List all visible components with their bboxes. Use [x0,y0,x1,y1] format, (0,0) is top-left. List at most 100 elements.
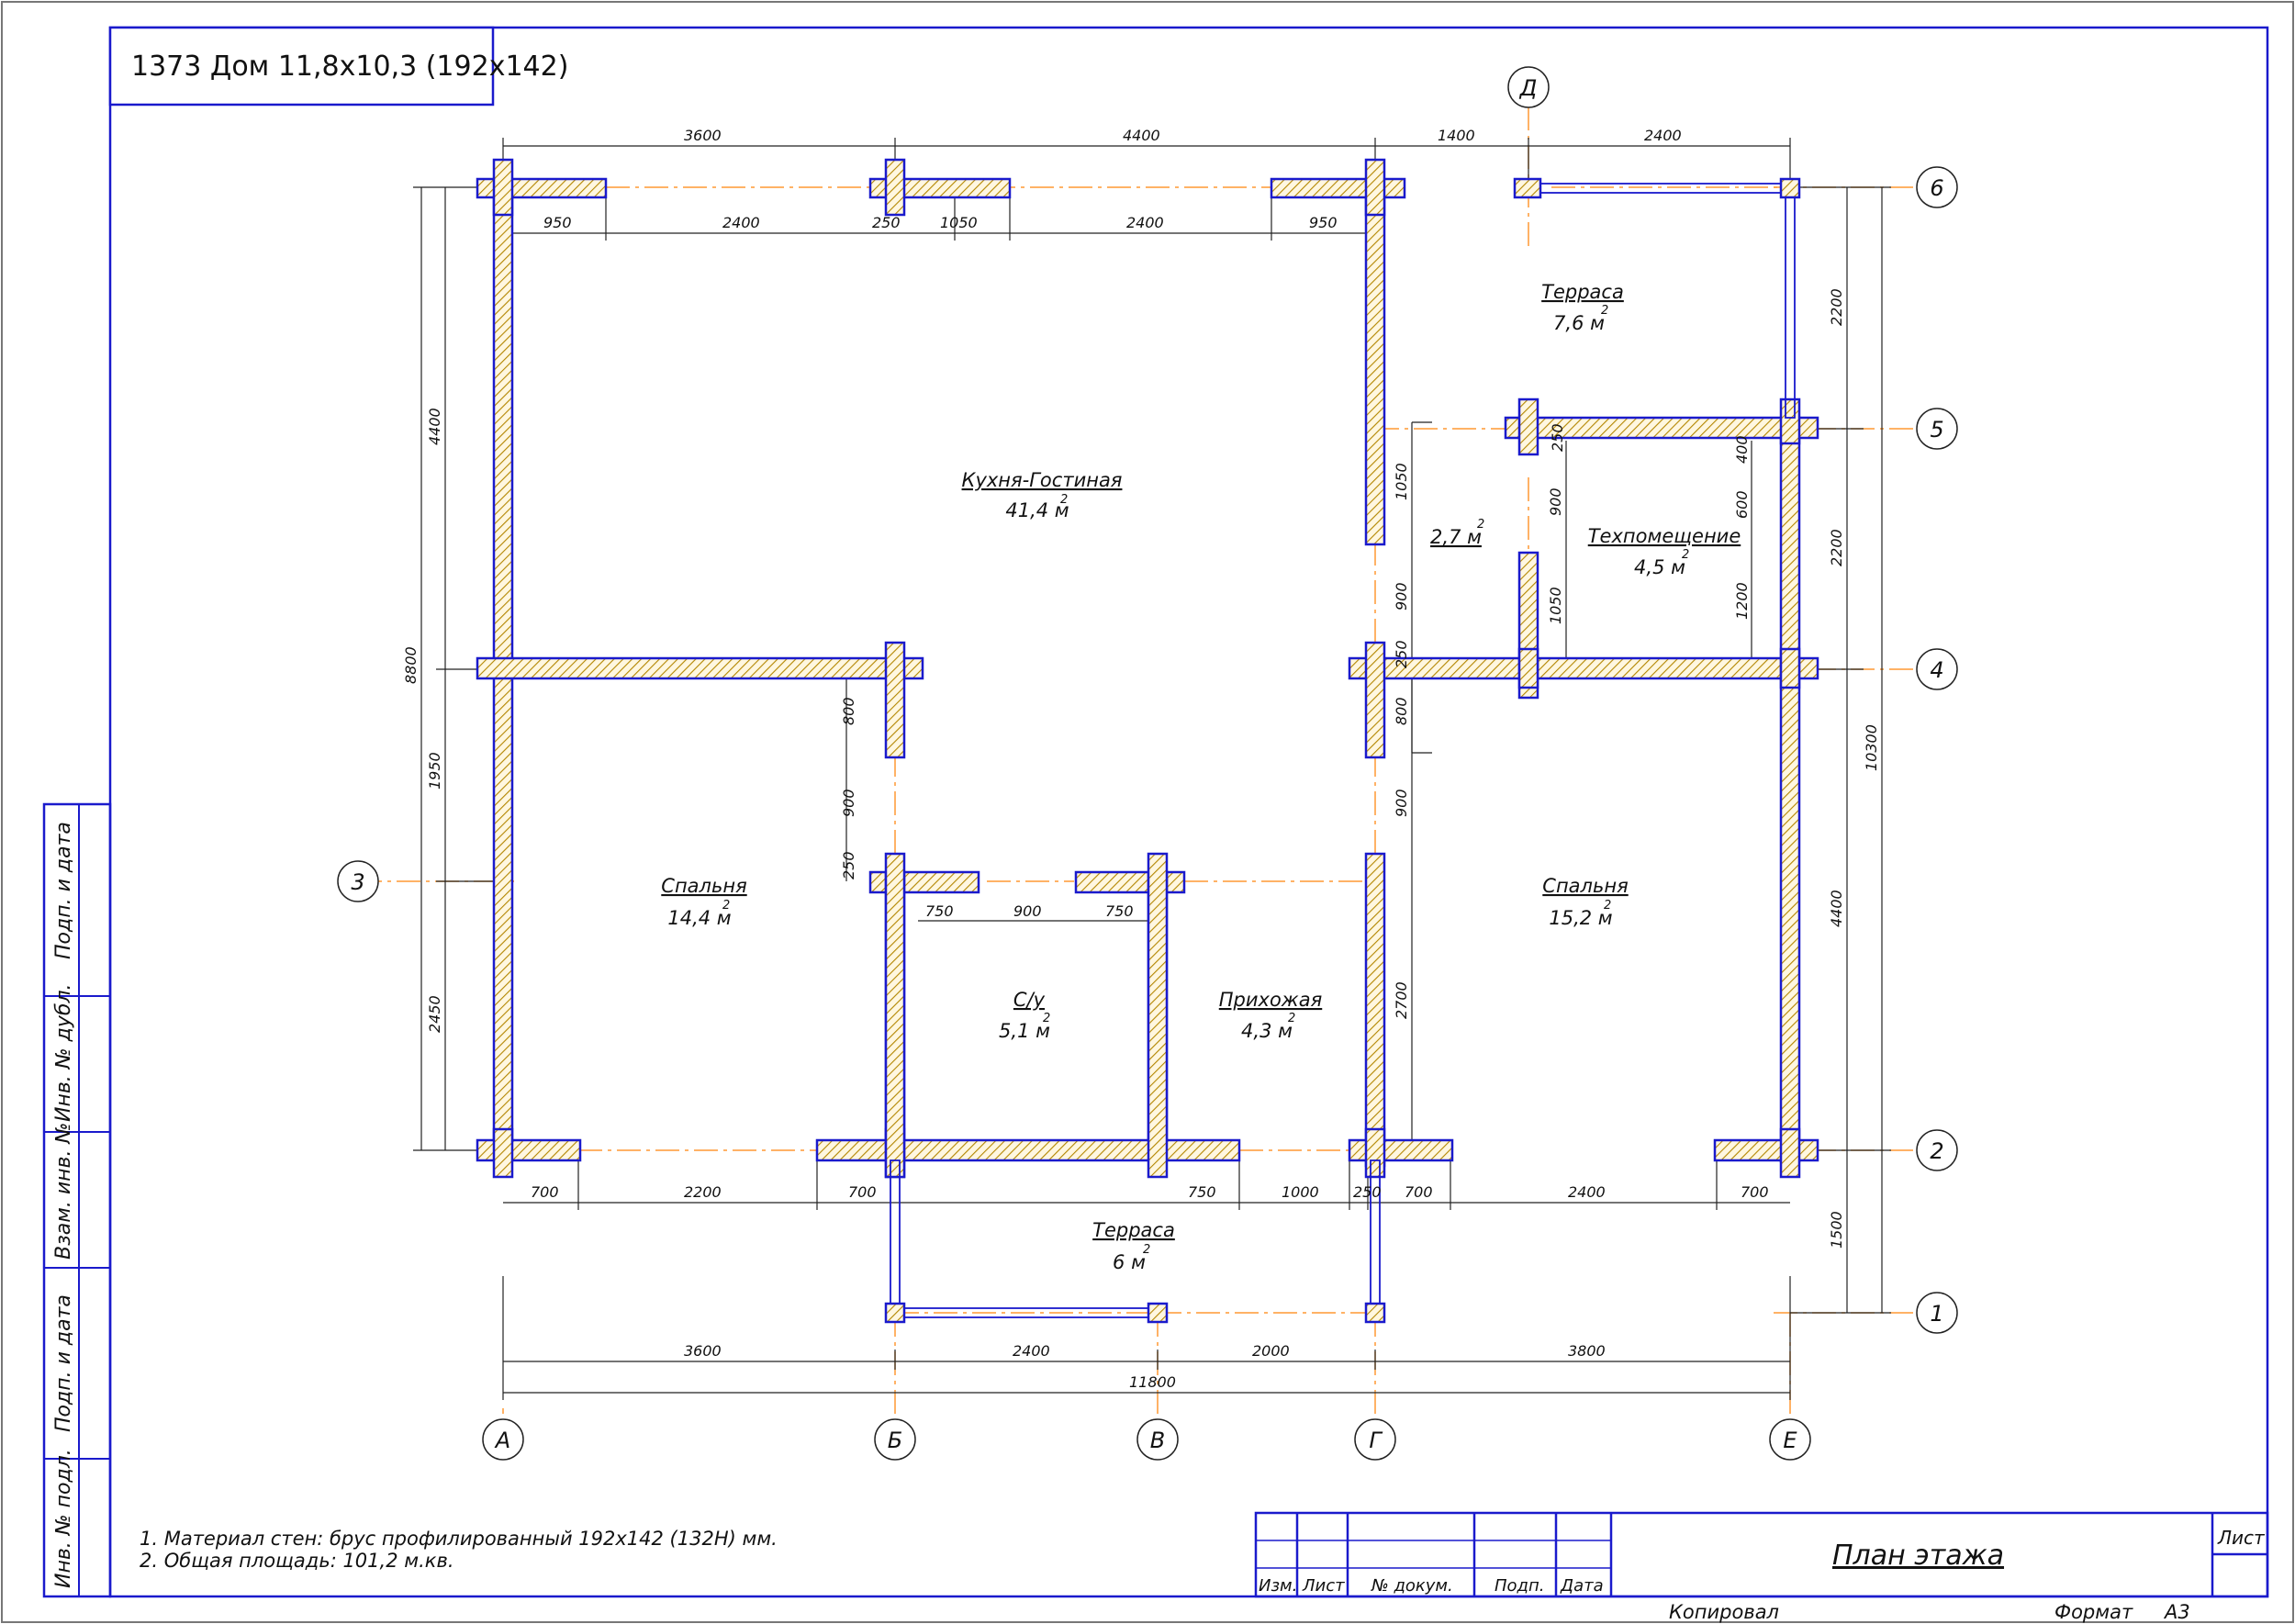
dim-label: 700 [1405,1183,1433,1201]
stamp-label: Инв. № подл. [52,1449,75,1588]
sheet-label: Лист [2217,1527,2266,1549]
dim-label: 2400 [722,214,760,231]
room-name: Спальня [1542,875,1628,897]
format-label: Формат [2054,1601,2133,1623]
dim-label: 900 [1393,789,1410,817]
area-superscript: 2 [1043,1012,1050,1025]
dim-label: 700 [848,1183,877,1201]
axis-label: 3 [351,869,364,895]
axis-marker-2 [1916,1129,1958,1171]
terrace-railings [890,183,1796,1318]
room-area: 41,4 м [1005,499,1069,521]
dim-label: 1050 [1547,587,1564,624]
room-name: С/у [1013,989,1046,1011]
dim-label: 2400 [1568,1183,1606,1201]
area-superscript: 2 [1601,304,1608,318]
dim-label: 250 [1393,640,1410,668]
dim-label: 1500 [1828,1211,1845,1249]
room-area: 7,6 м [1553,312,1605,334]
dim-label: 950 [1309,214,1338,231]
dim-label: 1200 [1733,582,1751,620]
area-superscript: 2 [722,899,730,913]
axis-marker-4 [1916,648,1958,690]
axis-marker-1 [1916,1292,1958,1334]
axis-label: 4 [1930,657,1943,683]
axis-marker-d [1507,66,1550,108]
room-area: 2,7 м [1430,526,1482,548]
stamp-label: Подп. и дата [52,822,75,959]
dim-label: 900 [1547,487,1564,516]
area-superscript: 2 [1060,493,1068,507]
axis-marker-5 [1916,408,1958,450]
dim-label: 700 [1741,1183,1769,1201]
dim-label: 750 [925,902,954,920]
dim-label: 2200 [684,1183,722,1201]
axis-marker-labels: А Б В Г Е Д 1 2 3 4 5 6 [351,75,1943,1453]
dimension-labels: 3600 4400 1400 2400 950 2400 250 1050 24… [402,127,1880,1391]
axis-marker-6 [1916,166,1958,208]
dim-label: 4400 [1123,127,1160,144]
drawing-title: 1373 Дом 11,8х10,3 (192х142) [131,50,568,83]
dim-label: 8800 [402,646,420,684]
axis-marker-v [1136,1418,1179,1461]
note-area: 2. Общая площадь: 101,2 м.кв. [140,1550,454,1572]
dim-label: 3600 [684,1342,722,1360]
room-name: Терраса [1541,281,1624,303]
area-superscript: 2 [1288,1012,1295,1025]
dim-label: 1050 [1393,463,1410,500]
stamp-label: Инв. № дубл. [52,983,75,1122]
room-name: Кухня-Гостиная [962,469,1123,491]
tb-col: № докум. [1371,1576,1453,1596]
dim-label: 400 [1733,435,1751,464]
tb-col: Лист [1302,1576,1345,1596]
axis-lines [358,106,1919,1452]
axis-marker-3 [337,860,379,902]
axis-label: Б [888,1428,902,1453]
sheet-title: План этажа [1832,1540,2004,1572]
axis-marker-a [482,1418,524,1461]
dim-label: 750 [1105,902,1134,920]
axis-label: 6 [1930,175,1943,201]
room-area: 14,4 м [667,907,731,929]
axis-markers [337,66,1958,1461]
dim-label: 3800 [1568,1342,1606,1360]
room-area: 5,1 м [999,1020,1050,1042]
axis-label: 2 [1930,1138,1943,1164]
dim-label: 250 [840,851,857,879]
title-block-labels: Изм. Лист № докум. Подп. Дата План этажа… [1259,1527,2266,1623]
axis-label: Г [1369,1428,1383,1453]
dim-label: 10300 [1863,724,1880,771]
room-area: 4,5 м [1634,556,1685,578]
room-area: 6 м [1113,1251,1146,1273]
dim-label: 4400 [1828,890,1845,927]
dim-label: 2700 [1393,981,1410,1019]
axis-label: В [1150,1428,1165,1453]
dim-label: 900 [1393,582,1410,610]
axis-marker-b [874,1418,916,1461]
axis-label: Е [1783,1428,1797,1453]
tb-col: Изм. [1259,1576,1297,1596]
title-box [108,26,495,106]
dim-label: 1000 [1282,1183,1319,1201]
dim-label: 900 [1013,902,1042,920]
tb-col: Подп. [1495,1576,1544,1596]
dim-label: 600 [1733,490,1751,519]
tb-col: Дата [1560,1576,1604,1596]
dim-label: 2400 [1013,1342,1050,1360]
axis-label: 1 [1930,1301,1943,1327]
dim-label: 2000 [1252,1342,1290,1360]
dim-label: 750 [1188,1183,1216,1201]
area-superscript: 2 [1604,899,1611,913]
axis-label: А [494,1428,510,1453]
title-block [1254,1511,2269,1598]
area-superscript: 2 [1143,1243,1150,1257]
room-area: 4,3 м [1241,1020,1293,1042]
dim-label: 4400 [426,408,443,445]
dim-label: 800 [840,697,857,725]
room-name: Спальня [661,875,746,897]
stamp-label: Взам. инв. № [52,1123,75,1260]
side-stamp: Подп. и дата Инв. № дубл. Взам. инв. № П… [42,802,112,1598]
note-material: 1. Материал стен: брус профилированный 1… [140,1528,778,1550]
dim-label: 1950 [426,752,443,790]
